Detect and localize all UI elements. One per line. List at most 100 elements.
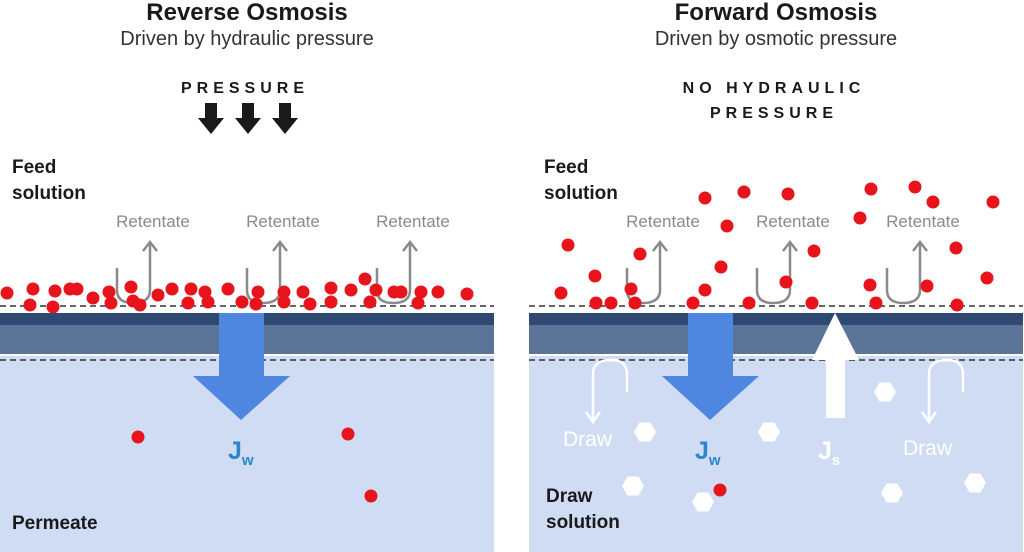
solute-particle (714, 260, 728, 274)
solute-particle (184, 282, 198, 296)
flux-symbol: J (695, 437, 709, 465)
solute-particle (713, 483, 727, 497)
pressure-arrow-icon (272, 103, 298, 134)
permeate-label: Permeate (12, 513, 98, 534)
retentate-label: Retentate (246, 212, 320, 231)
ro-subtitle: Driven by hydraulic pressure (120, 28, 374, 50)
retentate-label: Retentate (116, 212, 190, 231)
solute-particle (70, 282, 84, 296)
solute-flux-symbol: J (818, 437, 832, 465)
retentate-label: Retentate (886, 212, 960, 231)
solute-particle (181, 296, 195, 310)
ro-title: Reverse Osmosis (146, 0, 348, 26)
solute-particle (460, 287, 474, 301)
solute-particle (411, 296, 425, 310)
solute-particles (0, 272, 474, 503)
solute-particle (344, 283, 358, 297)
retentate-label: Retentate (626, 212, 700, 231)
solute-particle (588, 269, 602, 283)
solute-particle (980, 271, 994, 285)
draw-solute-hexagon (758, 422, 780, 442)
retentate-arrows (625, 239, 928, 305)
solute-particle (561, 238, 575, 252)
solute-particle (235, 295, 249, 309)
retentate-label: Retentate (376, 212, 450, 231)
solute-particle (324, 281, 338, 295)
draw-loop-arrow-icon (927, 358, 965, 420)
solute-particle (198, 285, 212, 299)
solute-particle (249, 297, 263, 311)
solute-particle (698, 283, 712, 297)
solute-particle (853, 211, 867, 225)
flux-subscript: w (708, 452, 721, 469)
flux-subscript: w (241, 452, 254, 469)
solute-particle (698, 191, 712, 205)
solute-particle (358, 272, 372, 286)
solute-particle (633, 247, 647, 261)
solute-particle (604, 296, 618, 310)
solute-particle (781, 187, 795, 201)
solute-particle (589, 296, 603, 310)
draw-solute-hexagon (692, 492, 714, 512)
solute-particle (46, 300, 60, 314)
draw-solute-hexagon (874, 382, 896, 402)
water-flux-arrow (193, 313, 290, 420)
reverse-osmosis-panel: Reverse Osmosis Driven by hydraulic pres… (0, 0, 494, 552)
feed-solution-label: Feed solution (12, 157, 86, 204)
solute-particle (950, 298, 964, 312)
retentate-u-arrow-icon (625, 244, 662, 305)
solute-particle (742, 296, 756, 310)
draw-solute-hexagon (622, 476, 644, 496)
solute-particle (920, 279, 934, 293)
solute-particle (324, 295, 338, 309)
solute-particle (720, 219, 734, 233)
retentate-u-arrow-icon (885, 244, 922, 305)
solute-particle (431, 285, 445, 299)
pressure-arrow-icon (235, 103, 261, 134)
draw-label: Draw (563, 428, 613, 451)
solute-particle (369, 283, 383, 297)
solute-particle (863, 278, 877, 292)
solute-particle (394, 285, 408, 299)
solute-particle (251, 285, 265, 299)
solute-flux-subscript: s (831, 452, 841, 469)
retentate-u-arrow-icon (755, 244, 792, 305)
solute-particle (686, 296, 700, 310)
pressure-arrows (198, 103, 298, 134)
solute-particle (628, 296, 642, 310)
solute-flux-label: Js (818, 437, 840, 469)
solute-particle (986, 195, 1000, 209)
draw-region (529, 356, 1023, 552)
solute-particle (131, 430, 145, 444)
water-flux-label: Jw (228, 437, 254, 469)
draw-label: Draw (903, 437, 953, 460)
solute-particle (949, 241, 963, 255)
solute-particle (554, 286, 568, 300)
fo-diagram (529, 180, 1023, 552)
solute-particle (807, 244, 821, 258)
solute-particle (133, 298, 147, 312)
draw-solute-hexagon (964, 473, 986, 493)
solute-particle (23, 298, 37, 312)
draw-solute-particles (622, 382, 986, 512)
solute-particle (624, 282, 638, 296)
water-flux-arrow (662, 313, 759, 420)
draw-loop-arrow-icon (591, 358, 629, 420)
pressure-label: PRESSURE (180, 80, 310, 97)
solute-particle (341, 427, 355, 441)
solute-particle (363, 295, 377, 309)
solute-particle (277, 285, 291, 299)
solute-particle (151, 288, 165, 302)
solute-flux-arrow (812, 313, 859, 418)
solute-particle (104, 296, 118, 310)
fo-title: Forward Osmosis (674, 0, 878, 26)
solute-particle (737, 185, 751, 199)
solute-particle (165, 282, 179, 296)
draw-arrows (584, 358, 965, 425)
solute-particle (908, 180, 922, 194)
solute-particle (869, 296, 883, 310)
retentate-u-arrow-icon (115, 244, 152, 305)
solute-particles (554, 180, 1000, 497)
draw-solute-hexagon (634, 422, 656, 442)
solute-particle (277, 295, 291, 309)
